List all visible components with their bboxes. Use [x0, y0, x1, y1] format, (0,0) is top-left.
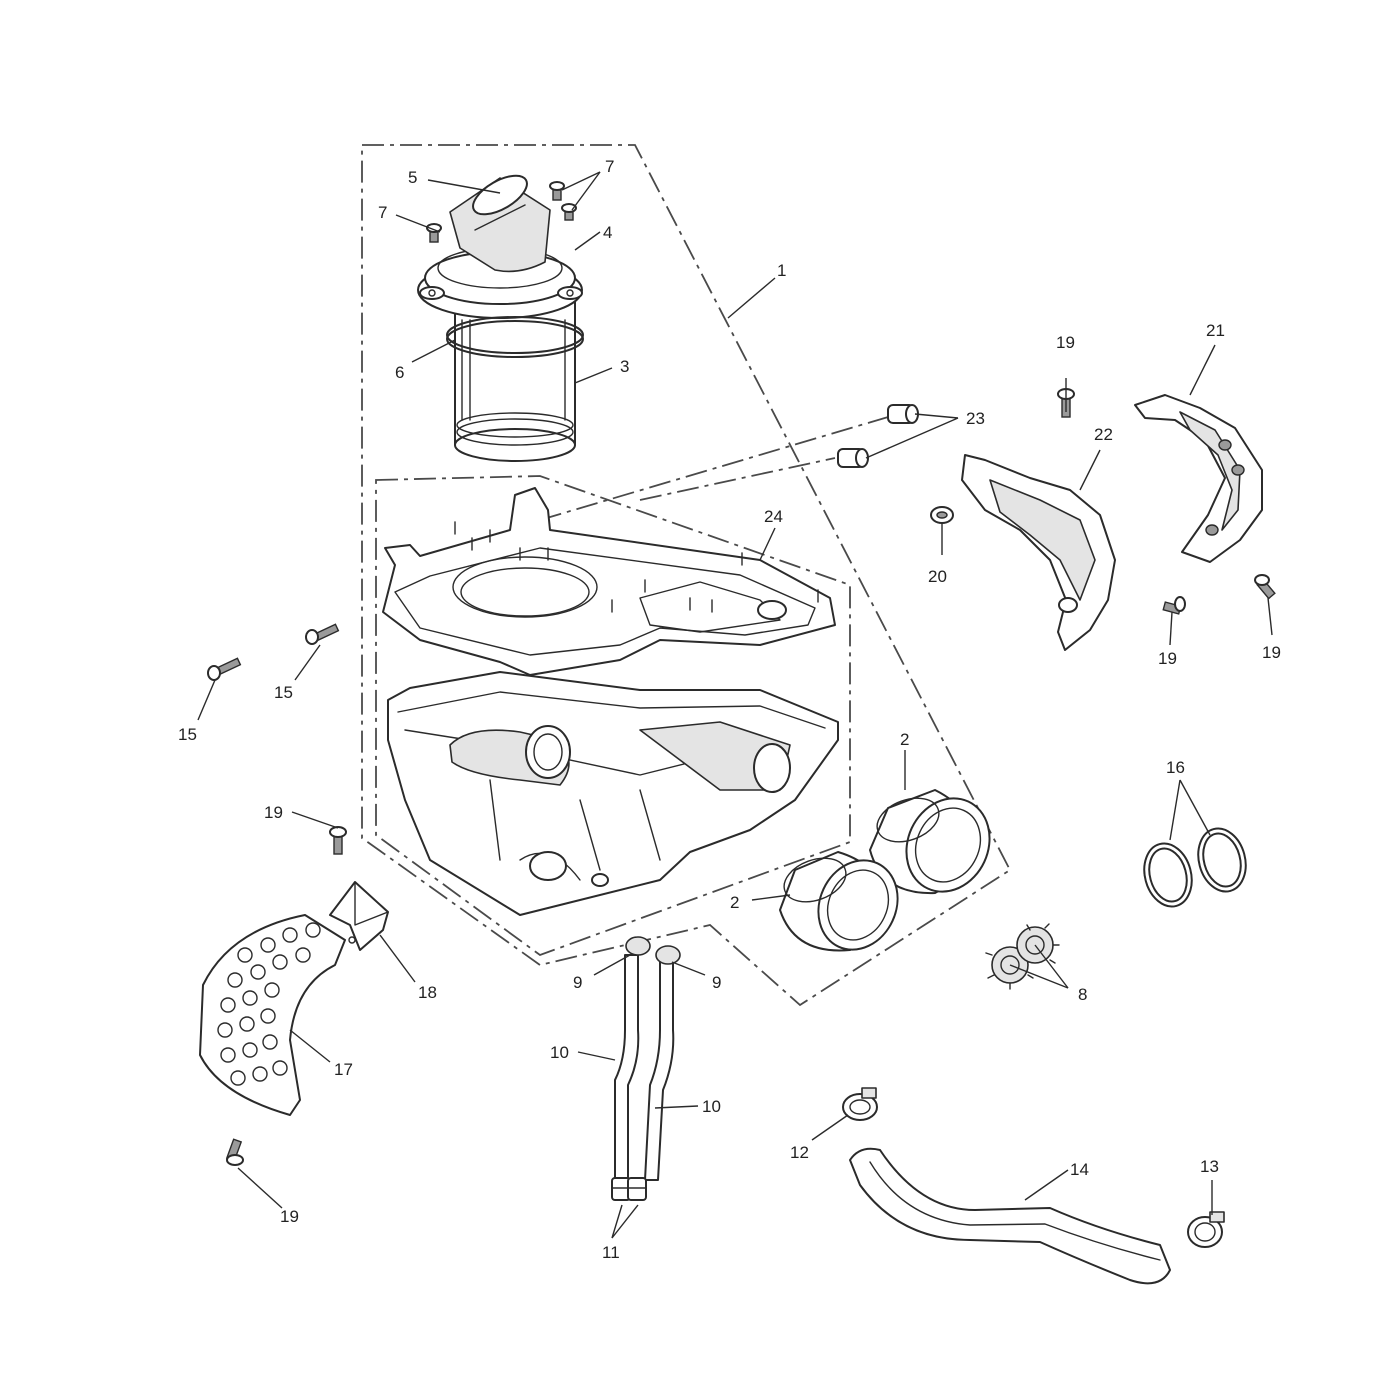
callout-15-a: 15 — [274, 683, 293, 702]
screws-misc — [207, 388, 1276, 1166]
screw-7b — [549, 181, 565, 201]
callout-20: 20 — [928, 567, 947, 586]
callout-8: 8 — [1078, 985, 1087, 1004]
callout-7-left: 7 — [378, 203, 387, 222]
callout-7-right: 7 — [605, 157, 614, 176]
leader-lines — [197, 171, 1273, 1239]
callout-4: 4 — [603, 223, 612, 242]
callout-19-top: 19 — [1056, 333, 1075, 352]
callout-6: 6 — [395, 363, 404, 382]
heat-shield-outer — [1134, 394, 1263, 563]
screw-19-right-b — [1254, 574, 1276, 600]
screws-filter-cap — [426, 181, 577, 243]
spacer-guide-line-1 — [539, 411, 906, 521]
mesh-bracket — [329, 881, 389, 951]
screw-19-bottom — [225, 1138, 244, 1166]
callout-10-right: 10 — [702, 1097, 721, 1116]
rubber-grommet — [930, 506, 954, 524]
assembly-boundaries — [361, 144, 1012, 1007]
screw-7a — [426, 223, 442, 243]
drain-tubes — [611, 936, 681, 1201]
o-ring-seal — [446, 316, 584, 358]
heat-shield-inner — [961, 454, 1116, 651]
callout-21: 21 — [1206, 321, 1225, 340]
airbox-lid — [382, 487, 836, 676]
callout-22: 22 — [1094, 425, 1113, 444]
mesh-holes — [217, 922, 321, 1086]
drain-clips — [985, 923, 1060, 990]
screw-15-a — [305, 623, 340, 645]
callout-24: 24 — [764, 507, 783, 526]
lid-assembly-boundary — [375, 475, 851, 957]
screw-15-b — [207, 657, 242, 681]
callout-1: 1 — [777, 261, 786, 280]
callout-19-left: 19 — [264, 803, 283, 822]
callout-2-lower: 2 — [730, 893, 739, 912]
callout-19-right-b: 19 — [1262, 643, 1281, 662]
spacer-guide-line-2 — [639, 457, 836, 501]
callout-18: 18 — [418, 983, 437, 1002]
callout-23: 23 — [966, 409, 985, 428]
callout-11: 11 — [602, 1243, 620, 1262]
mesh-guard — [199, 914, 346, 1116]
spacers — [837, 404, 919, 468]
hose-clamp-12 — [842, 1087, 878, 1121]
intake-boot-upper — [869, 789, 991, 895]
callout-15-b: 15 — [178, 725, 197, 744]
o-rings — [1143, 827, 1247, 908]
callout-2-upper: 2 — [900, 730, 909, 749]
callout-12: 12 — [790, 1143, 809, 1162]
callout-10-left: 10 — [550, 1043, 569, 1062]
callout-19-right-a: 19 — [1158, 649, 1177, 668]
callout-17: 17 — [334, 1060, 353, 1079]
callout-9-right: 9 — [712, 973, 721, 992]
callout-labels: 1 2 2 3 4 5 6 7 7 8 9 9 10 10 11 12 13 1… — [178, 157, 1281, 1262]
intake-boot-lower — [779, 851, 899, 952]
callout-19-bottom: 19 — [280, 1207, 299, 1226]
callout-5: 5 — [408, 168, 417, 187]
air-filter-element — [454, 299, 576, 462]
callout-14: 14 — [1070, 1160, 1089, 1179]
screw-19-right-a — [1162, 596, 1186, 615]
breather-hose — [849, 1147, 1171, 1285]
hose-clamp-13 — [1187, 1211, 1225, 1248]
airbox-assembly-boundary — [361, 144, 1012, 1007]
lid-screws — [454, 521, 819, 613]
callout-3: 3 — [620, 357, 629, 376]
airbox-base — [387, 671, 839, 916]
callout-16: 16 — [1166, 758, 1185, 777]
callout-13: 13 — [1200, 1157, 1219, 1176]
intake-snorkel — [449, 174, 551, 273]
callout-9-left: 9 — [573, 973, 582, 992]
screw-19-left — [329, 826, 347, 855]
